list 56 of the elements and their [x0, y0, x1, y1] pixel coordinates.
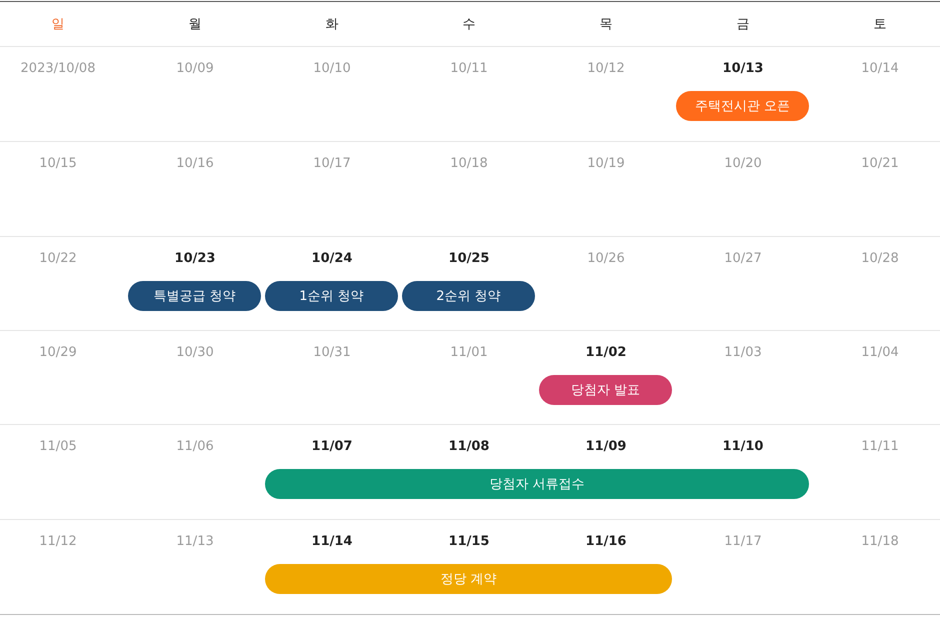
- date-label: 11/17: [724, 534, 762, 549]
- date-label: 11/12: [39, 534, 77, 549]
- date-label: 11/10: [722, 439, 764, 454]
- date-label: 2023/10/08: [20, 61, 96, 76]
- date-label: 11/06: [176, 439, 214, 454]
- date-label: 10/29: [39, 345, 77, 360]
- date-label: 11/08: [448, 439, 490, 454]
- date-label: 11/13: [176, 534, 214, 549]
- date-label: 11/01: [450, 345, 488, 360]
- date-label: 10/18: [450, 156, 488, 171]
- event-bar: 당첨자 서류접수: [265, 469, 809, 499]
- date-label: 10/24: [312, 251, 352, 266]
- date-label: 11/04: [861, 345, 899, 360]
- date-label: 11/02: [586, 345, 626, 360]
- weekday-label: 월: [188, 16, 202, 33]
- date-label: 11/09: [586, 439, 626, 454]
- date-label: 11/18: [861, 534, 899, 549]
- event-bar: 주택전시관 오픈: [676, 91, 809, 121]
- event-bar: 정당 계약: [265, 564, 672, 594]
- date-label: 11/11: [861, 439, 899, 454]
- event-bar: 2순위 청약: [402, 281, 535, 311]
- date-label: 10/27: [724, 251, 762, 266]
- date-label: 10/31: [313, 345, 351, 360]
- date-label: 10/26: [587, 251, 625, 266]
- date-label: 11/05: [39, 439, 77, 454]
- date-label: 10/17: [313, 156, 351, 171]
- weekday-label: 토: [874, 16, 886, 33]
- date-label: 11/14: [312, 534, 352, 549]
- event-bar: 당첨자 발표: [539, 375, 672, 405]
- date-label: 10/30: [176, 345, 214, 360]
- date-label: 10/28: [861, 251, 899, 266]
- date-label: 10/14: [861, 61, 899, 76]
- weekday-label: 목: [600, 16, 612, 33]
- date-label: 11/07: [312, 439, 352, 454]
- date-label: 10/15: [39, 156, 77, 171]
- weekday-label: 금: [736, 16, 750, 33]
- weekday-label: 일: [52, 16, 64, 33]
- event-bar: 특별공급 청약: [128, 281, 261, 311]
- date-label: 10/19: [587, 156, 625, 171]
- date-label: 10/11: [450, 61, 488, 76]
- date-label: 10/21: [861, 156, 899, 171]
- date-label: 11/03: [724, 345, 762, 360]
- weekday-label: 수: [462, 16, 476, 33]
- date-label: 10/16: [176, 156, 214, 171]
- date-label: 10/09: [176, 61, 214, 76]
- date-label: 10/23: [174, 251, 216, 266]
- date-label: 10/22: [39, 251, 77, 266]
- date-label: 11/15: [448, 534, 490, 549]
- date-label: 10/12: [587, 61, 625, 76]
- event-bar: 1순위 청약: [265, 281, 398, 311]
- date-label: 11/16: [586, 534, 626, 549]
- date-label: 10/10: [313, 61, 351, 76]
- date-label: 10/20: [724, 156, 762, 171]
- date-label: 10/25: [448, 251, 490, 266]
- weekday-label: 화: [326, 16, 338, 33]
- date-label: 10/13: [722, 61, 764, 76]
